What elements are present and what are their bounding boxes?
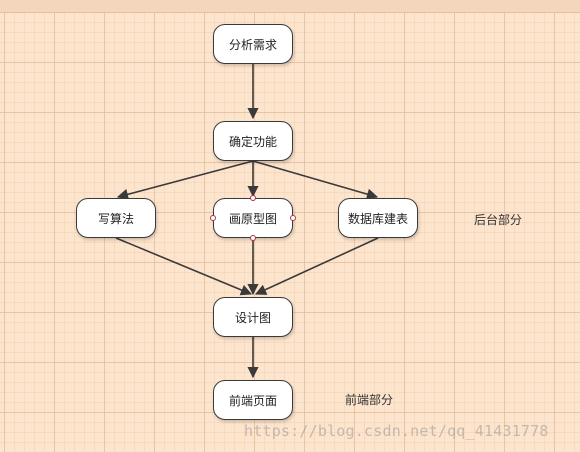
edge-confirm-to-database [252,160,379,200]
connection-handle-top[interactable] [250,195,256,201]
edge-database-to-design [254,237,379,295]
node-label: 确定功能 [228,134,277,149]
node-label: 设计图 [234,310,271,325]
connection-handle-left[interactable] [210,215,216,221]
node-label: 分析需求 [228,37,277,52]
node-label: 前端页面 [228,393,277,408]
connection-handle-right[interactable] [290,215,296,221]
watermark-text: https://blog.csdn.net/qq_41431778 [244,422,549,440]
connection-handle-bottom[interactable] [250,235,256,241]
top-bar [0,0,580,13]
label-backend-part: 后台部分 [474,213,523,227]
node-write-algorithm[interactable]: 写算法 [76,198,156,238]
node-label: 数据库建表 [347,211,408,226]
node-label: 写算法 [97,211,134,226]
edge-algorithm-to-design [115,237,253,296]
node-draw-prototype[interactable]: 画原型图 [213,198,293,238]
node-analyze-requirements[interactable]: 分析需求 [213,24,293,64]
node-label: 画原型图 [228,211,277,226]
node-design-diagram[interactable]: 设计图 [213,297,293,337]
node-confirm-features[interactable]: 确定功能 [213,121,293,161]
label-frontend-part: 前端部分 [345,393,394,407]
node-frontend-pages[interactable]: 前端页面 [213,380,293,420]
node-database-tables[interactable]: 数据库建表 [338,198,418,238]
edge-confirm-to-algorithm [116,160,254,200]
